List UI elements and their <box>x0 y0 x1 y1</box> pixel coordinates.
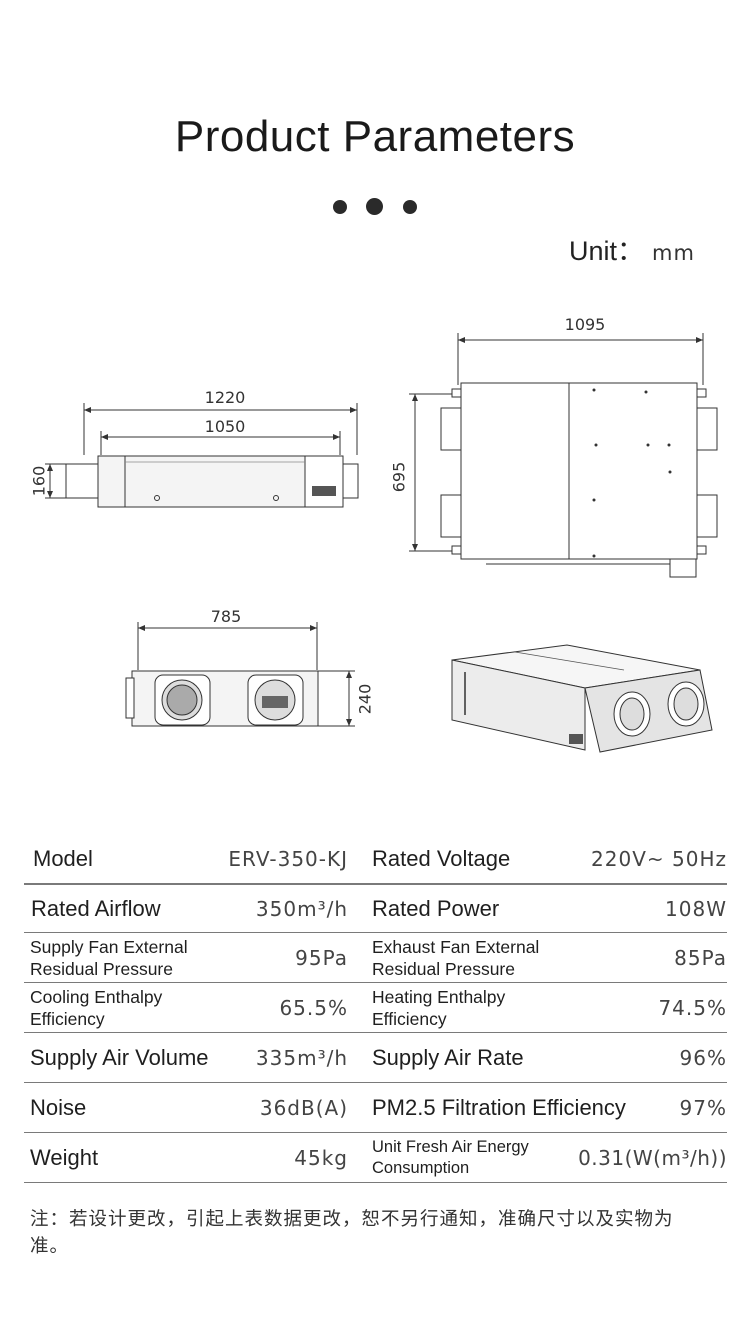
spec-value: 108W <box>665 896 727 921</box>
spec-value: 36dB(A) <box>259 1095 348 1120</box>
front-view-drawing: 785 240 <box>125 607 375 727</box>
dim-side-overall: 1220 <box>205 388 246 407</box>
dim-top-length: 1095 <box>565 315 606 334</box>
spec-label: Heating Enthalpy Efficiency <box>372 986 506 1029</box>
spec-label: Exhaust Fan External Residual Pressure <box>372 936 540 979</box>
spec-value: ERV-350-KJ <box>228 846 348 871</box>
spec-value: 45kg <box>294 1145 348 1170</box>
spec-value: 220V~ 50Hz <box>591 846 727 871</box>
table-row: Weight 45kg Unit Fresh Air Energy Consum… <box>24 1133 727 1183</box>
table-row: Model ERV-350-KJ Rated Voltage 220V~ 50H… <box>24 834 727 884</box>
spec-value: 65.5% <box>279 995 348 1020</box>
spec-label: Cooling Enthalpy Efficiency <box>30 986 163 1029</box>
unit-label: Unit： <box>569 236 645 266</box>
spec-label: Supply Air Volume <box>30 1044 209 1070</box>
spec-label: PM2.5 Filtration Efficiency <box>372 1094 626 1120</box>
spec-value: 335m³/h <box>255 1045 348 1070</box>
spec-label: Rated Airflow <box>31 895 161 921</box>
dim-side-height: 160 <box>30 466 49 497</box>
spec-value: 74.5% <box>658 995 727 1020</box>
table-row: Cooling Enthalpy Efficiency 65.5% Heatin… <box>24 983 727 1033</box>
side-view-drawing: 1220 1050 160 <box>30 388 359 508</box>
technical-drawings: 1220 1050 160 1095 695 <box>30 315 718 753</box>
decorative-dots <box>333 197 423 217</box>
spec-label: Supply Fan External Residual Pressure <box>30 936 188 979</box>
table-row: Supply Air Volume 335m³/h Supply Air Rat… <box>24 1033 727 1083</box>
spec-table: Model ERV-350-KJ Rated Voltage 220V~ 50H… <box>24 834 727 1183</box>
table-row: Noise 36dB(A) PM2.5 Filtration Efficienc… <box>24 1083 727 1133</box>
isometric-view-drawing <box>451 644 713 753</box>
spec-value: 0.31(W(m³/h)) <box>578 1145 727 1170</box>
top-view-drawing: 1095 695 <box>390 315 718 578</box>
dot-icon <box>333 200 347 214</box>
spec-label: Rated Power <box>372 895 500 921</box>
dim-side-body: 1050 <box>205 417 246 436</box>
spec-value: 97% <box>679 1095 727 1120</box>
dim-front-height: 240 <box>356 684 375 715</box>
footer-note: 注：若设计更改，引起上表数据更改，恕不另行通知，准确尺寸以及实物为准。 <box>30 1209 674 1257</box>
spec-label: Supply Air Rate <box>372 1044 524 1070</box>
spec-label: Rated Voltage <box>372 845 511 871</box>
unit-indicator: Unit： mm <box>569 229 695 268</box>
spec-label: Model <box>33 845 93 871</box>
spec-value: 350m³/h <box>255 896 348 921</box>
spec-value: 96% <box>679 1045 727 1070</box>
table-row: Supply Fan External Residual Pressure 95… <box>24 933 727 983</box>
spec-label: Weight <box>30 1144 99 1170</box>
unit-value: mm <box>652 241 695 265</box>
page-title: Product Parameters <box>174 112 576 161</box>
spec-value: 85Pa <box>674 945 727 970</box>
spec-label: Unit Fresh Air Energy Consumption <box>372 1137 529 1177</box>
spec-label: Noise <box>30 1094 87 1120</box>
spec-value: 95Pa <box>295 945 348 970</box>
dim-front-width: 785 <box>211 607 242 626</box>
dot-icon <box>403 200 417 214</box>
dim-top-width: 695 <box>390 462 409 493</box>
dot-icon <box>366 198 383 215</box>
table-row: Rated Airflow 350m³/h Rated Power 108W <box>24 884 727 933</box>
